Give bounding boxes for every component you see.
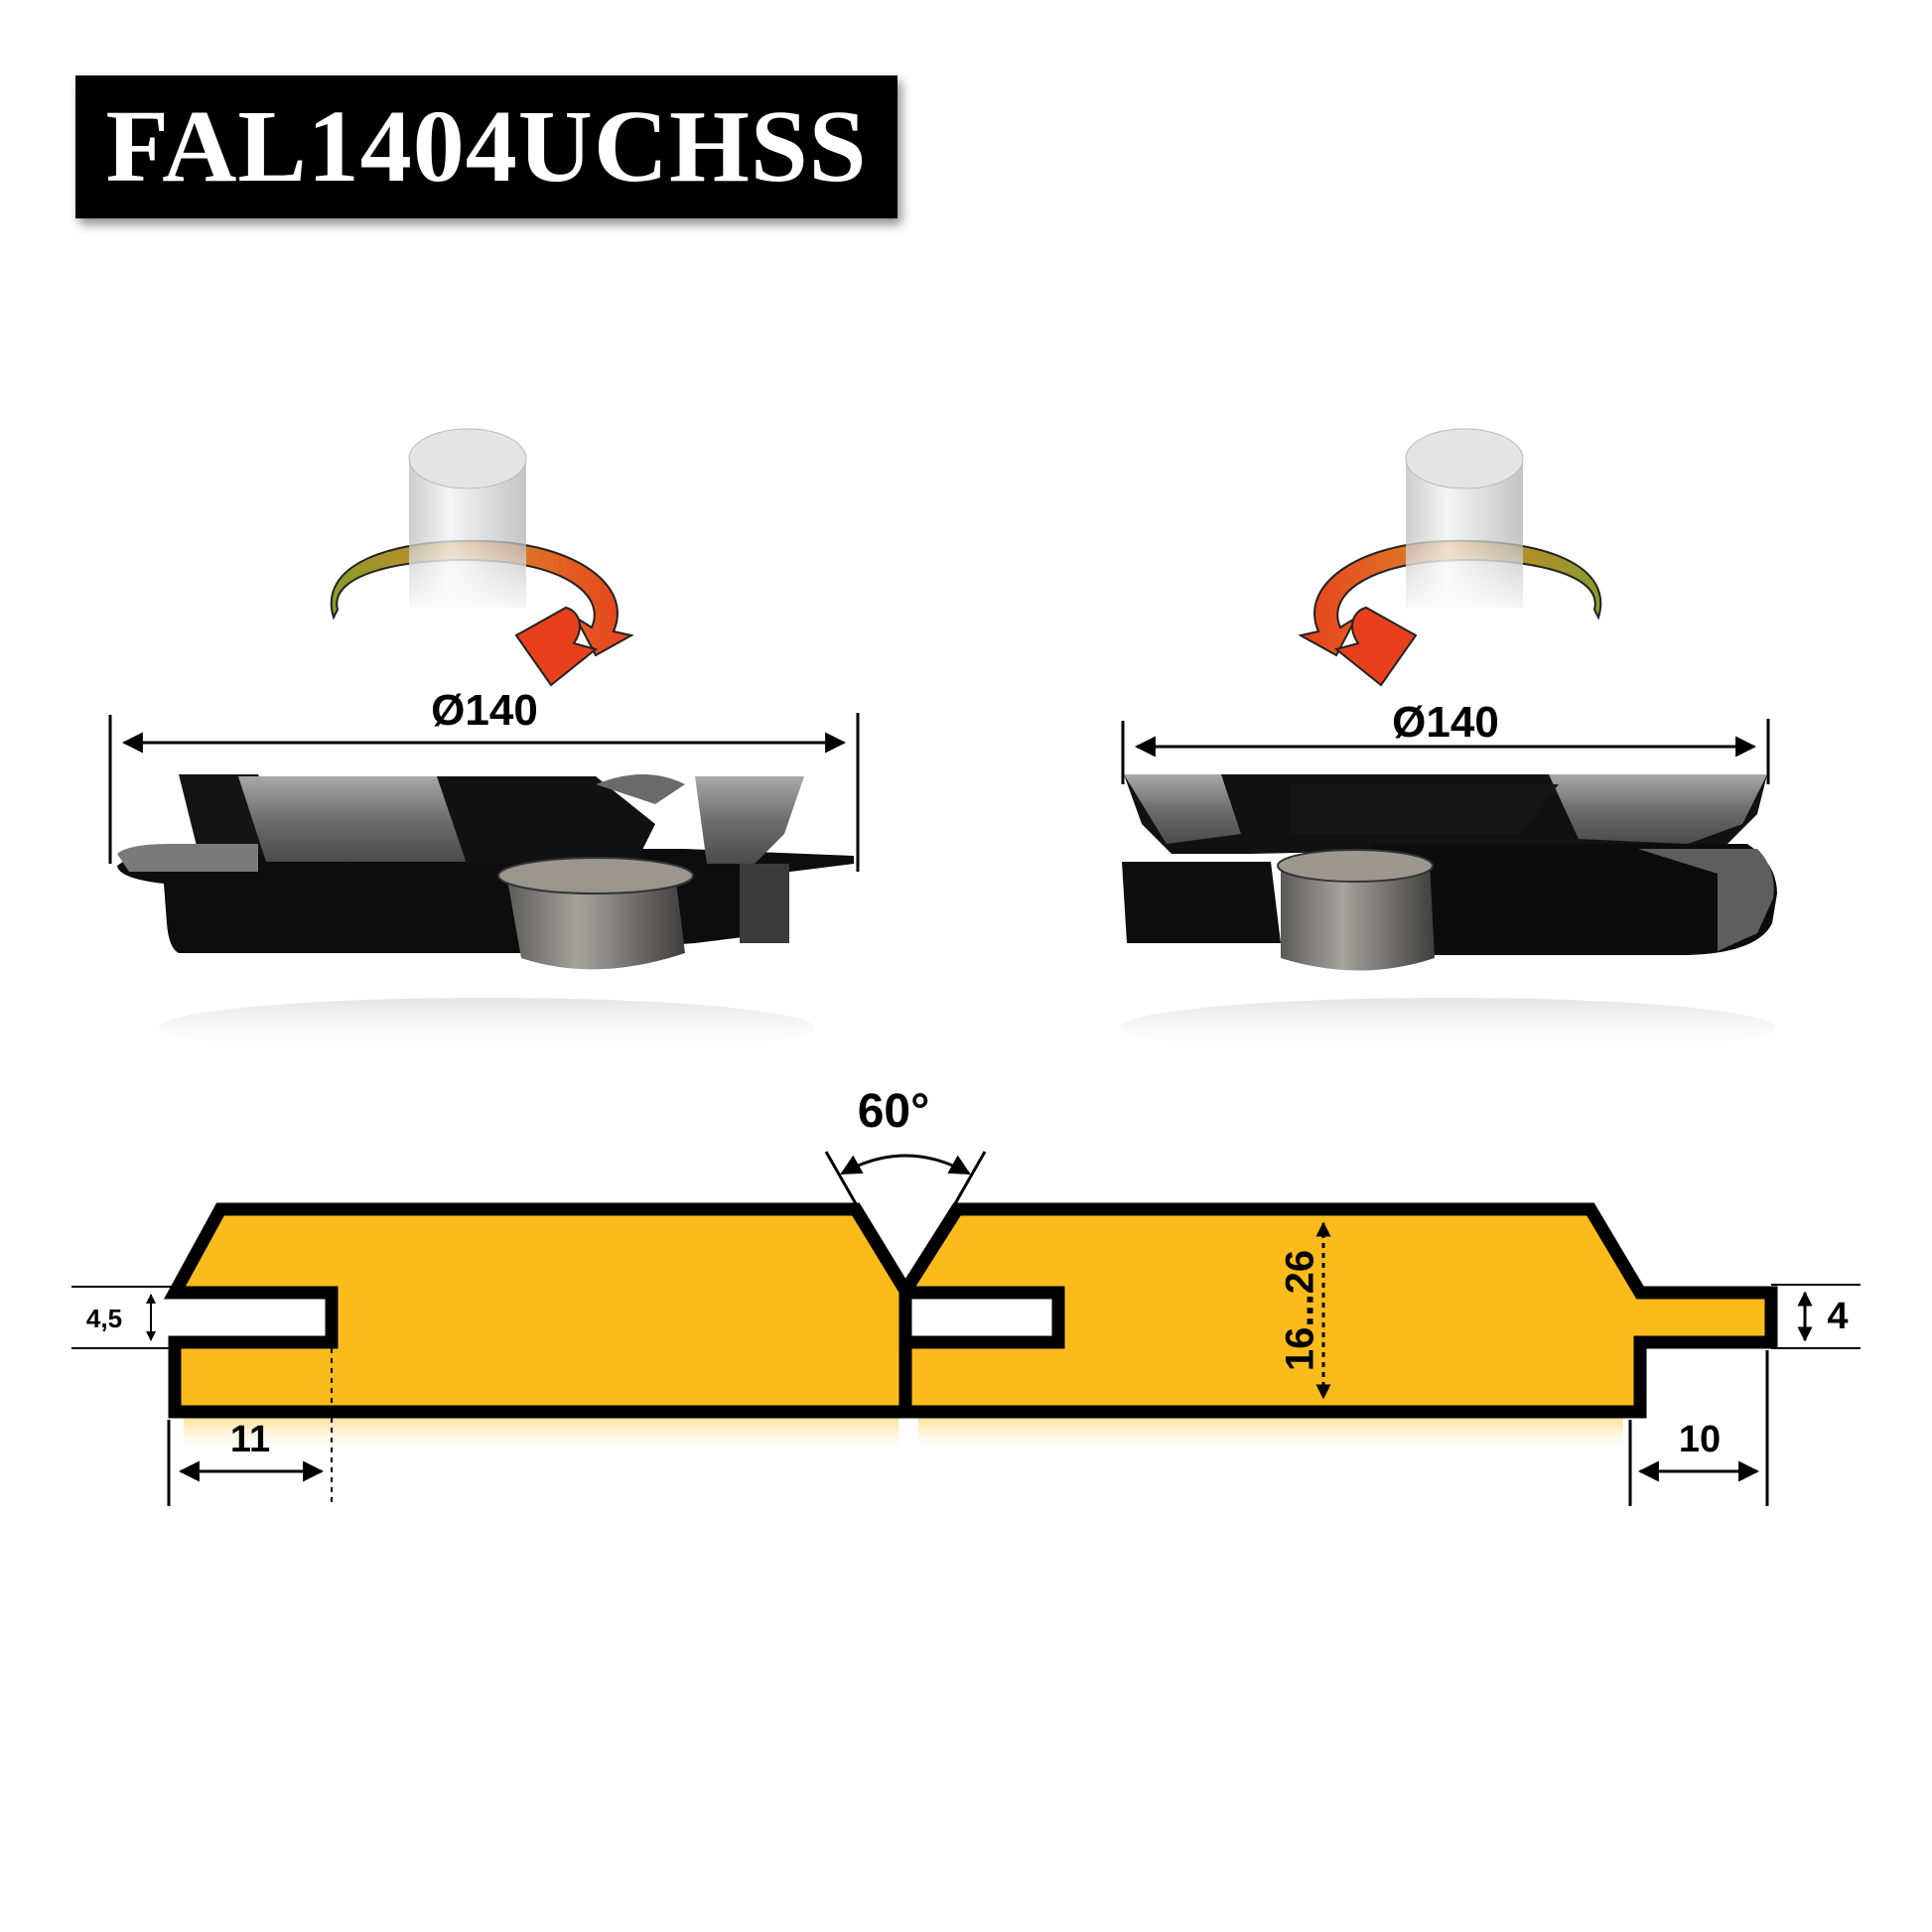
spindle-shaft-left-icon	[408, 428, 527, 616]
tongue-height-dimension: 4	[1771, 1284, 1861, 1349]
diameter-dimension-right: Ø140	[1121, 698, 1770, 784]
right-cutter-photo	[1120, 774, 1777, 1057]
product-code: FAL1404UCHSS	[105, 89, 868, 204]
angle-dimension: 60°	[824, 1085, 987, 1292]
product-code-banner: FAL1404UCHSS	[75, 75, 897, 218]
thickness-label: 16...26	[1279, 1250, 1322, 1371]
groove-depth-label: 11	[230, 1419, 270, 1460]
right-cutter-assembly: Ø140	[1120, 428, 1777, 1057]
angle-label: 60°	[858, 1085, 930, 1138]
diameter-label-right: Ø140	[1392, 698, 1499, 747]
left-cutter-photo	[117, 774, 854, 1057]
tongue-length-label: 10	[1679, 1419, 1721, 1460]
thickness-dimension: 16...26	[1279, 1221, 1331, 1400]
spindle-shaft-right-icon	[1405, 428, 1524, 616]
left-cutter-assembly: Ø140	[108, 428, 860, 1057]
groove-height-dimension: 4,5	[71, 1286, 175, 1349]
left-board-profile	[164, 1202, 912, 1419]
tongue-height-label: 4	[1827, 1296, 1848, 1337]
tongue-length-dimension: 10	[1628, 1350, 1769, 1506]
right-board-profile	[898, 1202, 1778, 1419]
diameter-dimension-left: Ø140	[108, 686, 860, 872]
groove-height-label: 4,5	[86, 1304, 122, 1333]
diameter-label-left: Ø140	[431, 686, 538, 735]
groove-depth-dimension: 11	[167, 1348, 333, 1506]
board-profile-diagram: 60° 16...26 4,5 11 4	[71, 1085, 1861, 1506]
